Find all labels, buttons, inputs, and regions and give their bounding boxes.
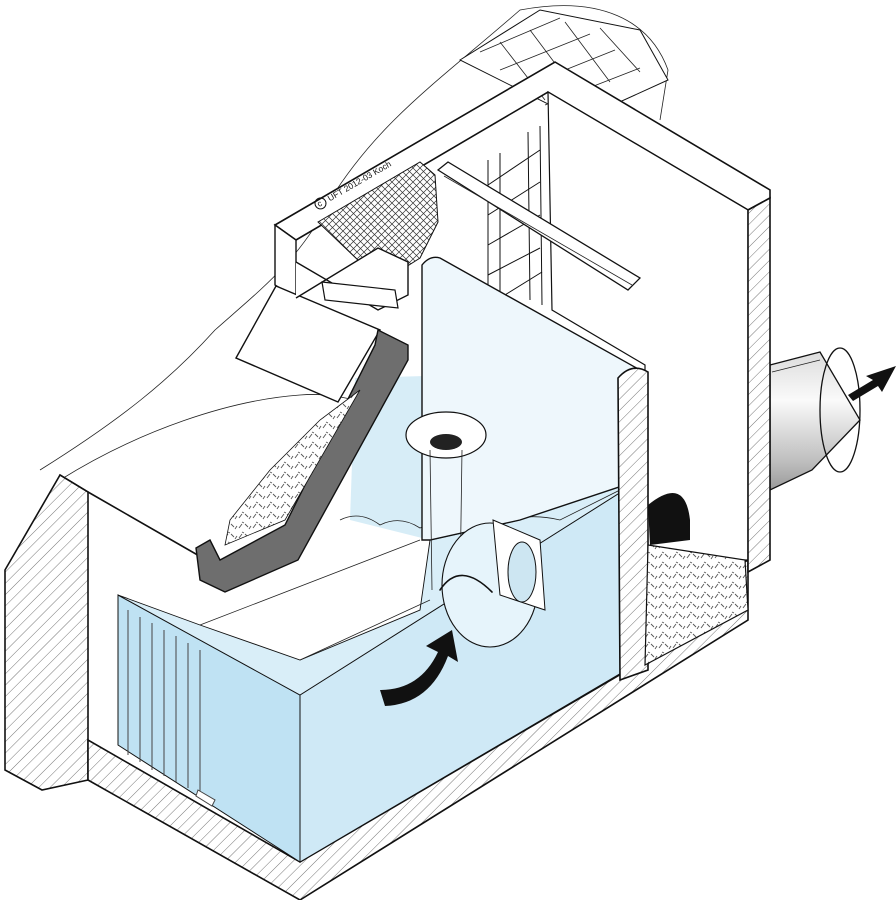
inlet-channel [195,247,409,593]
support-beam [436,161,642,291]
copyright-logo-icon [314,197,327,210]
left-outer-wall [4,473,216,791]
outflow-pipe [769,347,861,492]
vortex-funnel [405,411,546,648]
ladder [487,125,543,306]
screen-bars [127,610,216,807]
inflow-curved-arrow-icon [380,630,458,706]
svg-text:c: c [315,198,324,209]
baffle-wall [421,256,649,682]
outflow-arrow-icon [848,366,896,401]
right-outer-wall [747,196,771,574]
outlet-chamber [644,493,749,667]
